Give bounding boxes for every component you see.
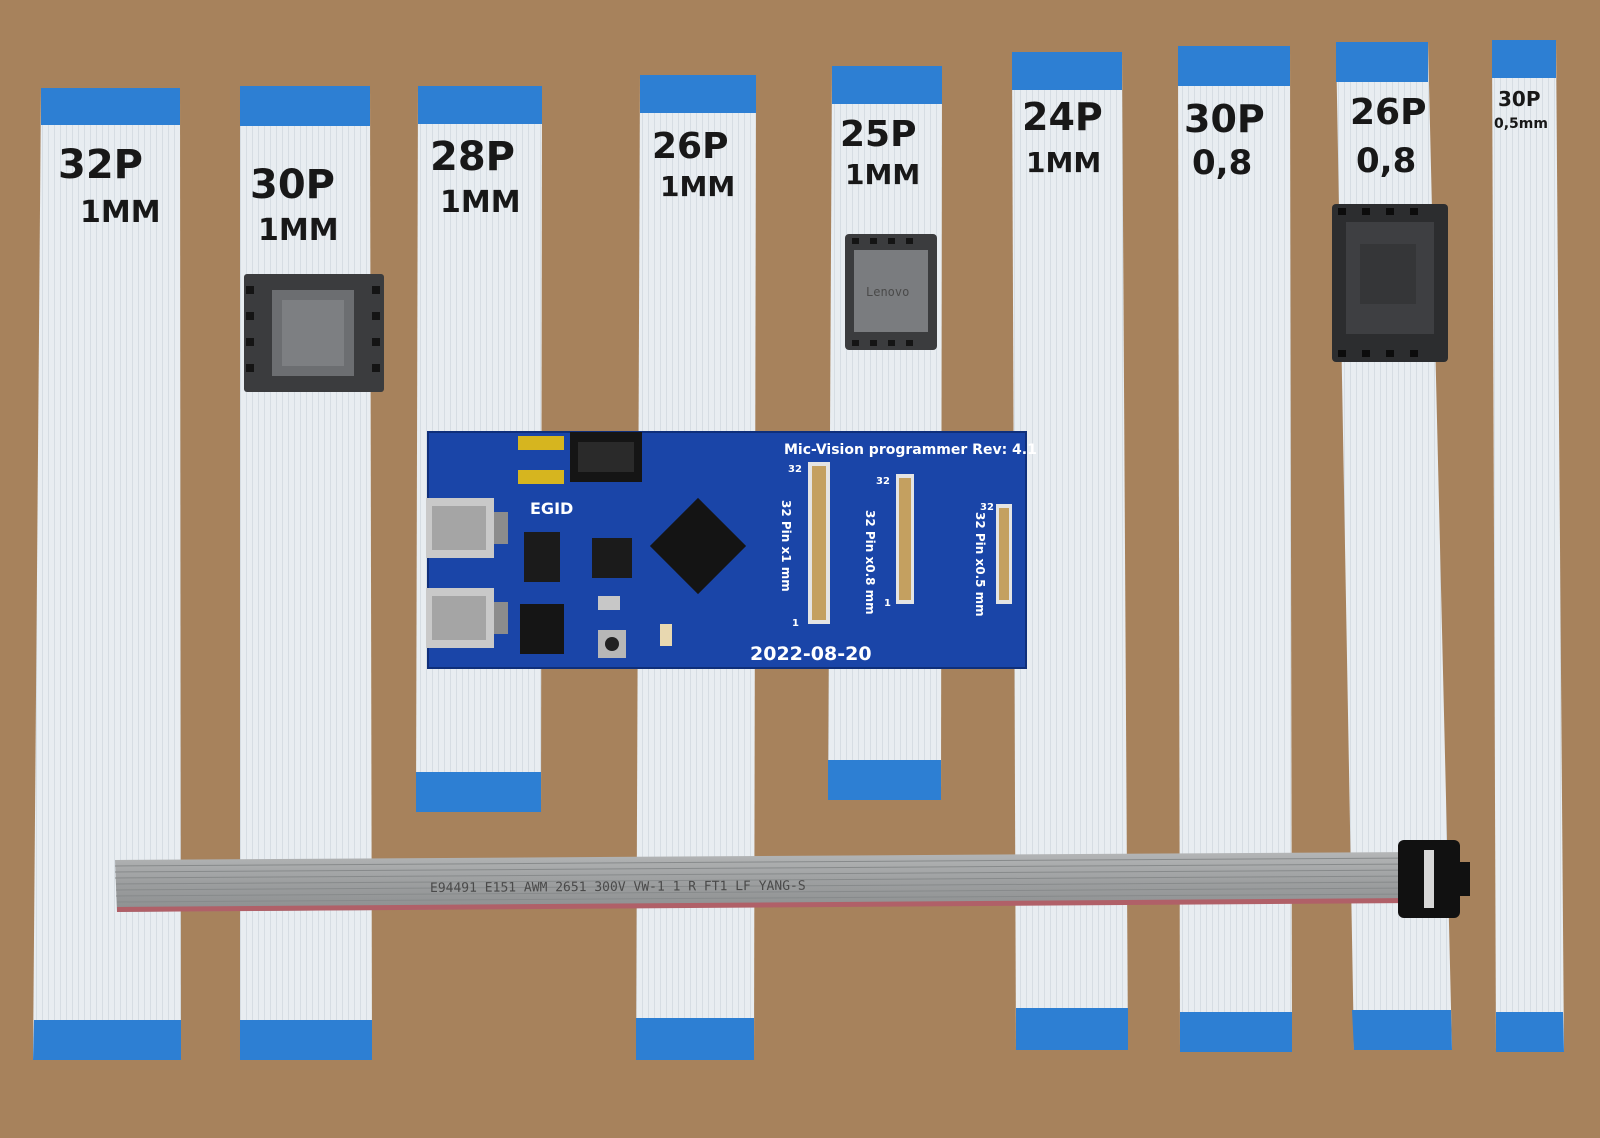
cable-label-line2: 0,8 <box>1192 143 1252 183</box>
fpc-connector-0-5mm: 32 Pin x0.5 mm 32 <box>973 502 1012 617</box>
ic-mcu <box>649 497 747 595</box>
ic-tqfp-small <box>592 538 632 578</box>
pcb-title: Mic-Vision programmer Rev: 4.1 <box>784 442 1037 458</box>
ffc-cable-30p-0-8: 30P 0,8 <box>1178 46 1292 1052</box>
pin-number-top: 32 <box>788 464 802 475</box>
connector-label: 32 Pin x0.8 mm <box>863 510 877 615</box>
pin-header-yellow-2 <box>518 470 564 484</box>
bga-chip-left <box>244 274 384 392</box>
cable-label-line1: 30P <box>1498 87 1541 111</box>
usb-connector-top <box>426 498 508 558</box>
pin-header-yellow-1 <box>518 436 564 450</box>
pin-number-bottom: 1 <box>792 618 799 629</box>
pin-number-bottom: 1 <box>884 598 891 609</box>
buzzer <box>520 604 564 654</box>
ffc-cable-24p-1mm: 24P 1MM <box>1012 52 1128 1050</box>
cable-label-line2: 1MM <box>80 195 161 230</box>
cable-label-line2: 0,8 <box>1356 141 1416 181</box>
ribbon-printed-text: E94491 E151 AWM 2651 300V VW-1 1 R FT1 L… <box>430 879 806 896</box>
cable-label-line2: 1MM <box>660 170 735 203</box>
bga-chip-right <box>1332 204 1448 362</box>
led <box>660 624 672 646</box>
ffc-cable-30p-1mm: 30P 1MM <box>240 86 372 1060</box>
cable-label-line1: 28P <box>430 134 515 180</box>
cable-label-line2: 0,5mm <box>1494 116 1548 132</box>
cable-label-line1: 25P <box>840 114 916 155</box>
connector-label: 32 Pin x1 mm <box>779 500 793 592</box>
grey-ribbon-cable: E94491 E151 AWM 2651 300V VW-1 1 R FT1 L… <box>114 840 1470 918</box>
crystal <box>598 596 620 610</box>
cable-label-line1: 30P <box>250 162 335 208</box>
programmer-pcb: EGID Mic-Vision programmer Rev: 4.1 2022… <box>426 431 1037 669</box>
pcb-logo: EGID <box>530 499 573 518</box>
usb-connector-bottom <box>426 588 508 648</box>
ffc-cable-30p-0-5mm: 30P 0,5mm <box>1492 40 1564 1052</box>
cable-label-line2: 1MM <box>845 158 920 191</box>
pin-number-top: 32 <box>980 502 994 513</box>
idc-header-black <box>570 432 642 482</box>
connector-label: 32 Pin x0.5 mm <box>973 512 987 617</box>
chip-marking: Lenovo <box>866 285 909 299</box>
cable-label-line1: 26P <box>1350 92 1426 133</box>
ic-soic <box>524 532 560 582</box>
cable-label-line1: 26P <box>652 126 728 167</box>
cable-label-line2: 1MM <box>440 185 521 220</box>
ffc-cable-32p-1mm: 32P 1MM <box>33 88 181 1060</box>
cable-label-line2: 1MM <box>1026 146 1101 179</box>
cable-label-line2: 1MM <box>258 213 339 248</box>
cable-label-line1: 24P <box>1022 95 1103 139</box>
pcb-date: 2022-08-20 <box>750 643 872 665</box>
cable-label-line1: 30P <box>1184 97 1265 141</box>
fpc-connector-0-8mm: 32 Pin x0.8 mm 32 1 <box>863 474 914 615</box>
pin-number-top: 32 <box>876 476 890 487</box>
cable-label-line1: 32P <box>58 142 143 188</box>
bga-chip-lenovo: Lenovo <box>845 234 937 350</box>
fpc-connector-1mm: 32 Pin x1 mm 32 1 <box>779 462 830 629</box>
